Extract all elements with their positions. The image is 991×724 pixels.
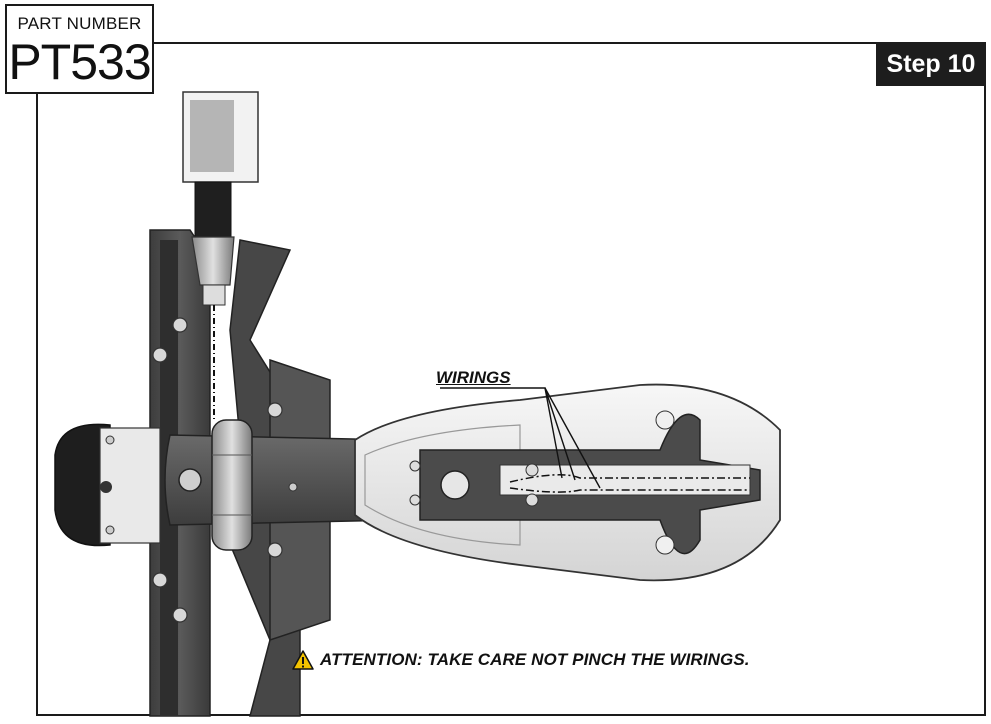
turn-signal-light bbox=[54, 423, 161, 547]
warning-triangle-icon bbox=[292, 650, 314, 670]
part-number-box: PART NUMBER PT533 bbox=[5, 4, 154, 94]
tail-piece bbox=[354, 383, 781, 582]
part-number-value: PT533 bbox=[8, 34, 151, 90]
attention-text: ATTENTION: TAKE CARE NOT PINCH THE WIRIN… bbox=[320, 650, 750, 669]
pivot-cylinder bbox=[211, 419, 253, 551]
wire-connector bbox=[182, 91, 259, 420]
attention-note: ATTENTION: TAKE CARE NOT PINCH THE WIRIN… bbox=[292, 650, 750, 670]
wirings-label: WIRINGS bbox=[436, 368, 511, 387]
part-number-label: PART NUMBER bbox=[17, 14, 142, 33]
bracket-screws bbox=[152, 317, 283, 623]
wirings-callout-lines bbox=[440, 387, 601, 489]
step-badge: Step 10 bbox=[876, 42, 986, 86]
